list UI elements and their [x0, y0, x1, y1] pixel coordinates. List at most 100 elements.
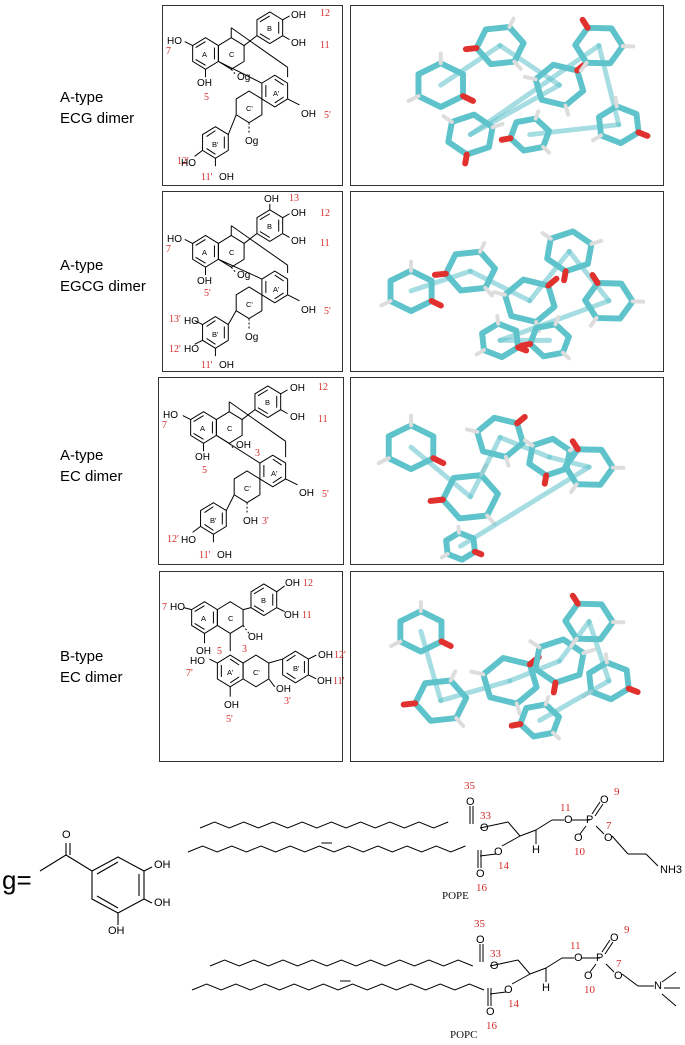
aromatic-ring-stick [415, 60, 466, 110]
pope-skeleton [187, 801, 659, 868]
ring-c-prime: C' [253, 668, 260, 677]
aromatic-ring-stick [544, 228, 595, 275]
label-oh: OH [196, 646, 211, 657]
label-n11-prime: 11' [201, 360, 213, 371]
label-og: Og [245, 332, 259, 343]
aromatic-ring-stick [582, 280, 636, 322]
aromatic-ring-stick [443, 529, 478, 563]
label-n5-prime: 5' [322, 489, 329, 500]
label-n12-prime: 12' [167, 534, 179, 545]
aromatic-ring-stick [572, 24, 626, 67]
n33: 33 [490, 948, 501, 960]
row-label-3: A-type EC dimer [60, 445, 123, 487]
o-11: O [574, 952, 583, 964]
o-33: O [490, 960, 499, 972]
o-11: O [564, 814, 573, 826]
hydrogen-atom [441, 114, 454, 124]
hydrogen-atom [379, 299, 393, 308]
oxygen-atom [400, 700, 419, 708]
label-oh: OH [291, 10, 306, 21]
aromatic-ring-stick [527, 321, 572, 360]
label-n5: 5 [217, 646, 222, 657]
hydrogen-atom [553, 315, 561, 327]
label-n7: 7 [162, 420, 167, 431]
label-n7-prime: 7' [186, 668, 193, 679]
hydrogen-atom [483, 285, 495, 298]
n11: 11 [560, 802, 571, 814]
n11: 11 [570, 940, 581, 952]
label-n11-prime: 11' [333, 676, 345, 687]
structure-panel-egcg: OH 13 HO 7 A C B OH 12 OH 11 Og OH 5' A'… [162, 191, 343, 372]
ring-b: B [261, 596, 267, 605]
g-oh: OH [108, 925, 125, 937]
aromatic-ring-stick [517, 701, 562, 740]
row-type: A-type [60, 447, 104, 464]
ring-b-prime: B' [293, 664, 300, 673]
hydrogen-atom [543, 695, 551, 707]
label-oh: OH [217, 550, 232, 561]
label-oh: OH [317, 676, 332, 687]
hydrogen-atom [522, 74, 538, 82]
label-oh: OH [301, 305, 316, 316]
hydrogen-atom [490, 121, 505, 130]
hydrogen-atom [478, 241, 487, 254]
label-oh: OH [248, 632, 263, 643]
o-16: O [476, 868, 485, 880]
ring-a-prime: A' [271, 469, 278, 478]
hydrogen-atom [569, 636, 579, 649]
oxygen-atom [515, 344, 530, 354]
hydrogen-atom [613, 96, 619, 109]
o-16: O [486, 1006, 495, 1018]
popc-skeleton [191, 939, 680, 1007]
oxygen-atom [438, 638, 454, 649]
ring-c: C [229, 248, 235, 257]
hydrogen-atom [522, 438, 535, 448]
ring-c-prime: C' [244, 484, 251, 493]
o-p9: O [610, 932, 619, 944]
label-oh: OH [285, 578, 300, 589]
ring-b: B [267, 222, 273, 231]
oxygen-atom [550, 679, 559, 696]
label-n11-prime: 11' [199, 550, 211, 561]
label-oh: OH [219, 360, 234, 371]
hydrogen-atom [551, 730, 562, 741]
inter-ring-bond [537, 678, 612, 723]
label-ho: HO [184, 344, 199, 355]
inter-ring-bond [467, 434, 503, 500]
egcg-skeleton [184, 203, 300, 357]
hydrogen-atom [560, 350, 571, 361]
row-type: A-type [60, 89, 104, 106]
ring-b-prime: B' [212, 330, 219, 339]
inter-ring-bond [467, 268, 533, 304]
aromatic-ring-stick [445, 111, 496, 158]
label-ho: HO [184, 316, 199, 327]
ring-b: B [267, 24, 273, 33]
n16: 16 [486, 1020, 497, 1032]
row-name: EGCG dimer [60, 278, 146, 295]
hydrogen-atom [569, 482, 579, 494]
oxygen-atom [569, 438, 581, 453]
label-og: Og [245, 136, 259, 147]
hydrogen-atom [541, 144, 552, 155]
oxygen-atom [460, 93, 476, 104]
label-oh: OH [284, 610, 299, 621]
aromatic-ring-stick [479, 320, 522, 361]
label-n5: 5 [202, 465, 207, 476]
hydrogen-atom [439, 552, 450, 560]
n10: 10 [584, 984, 595, 996]
label-n3: 3 [242, 644, 247, 655]
inter-ring-bond [527, 248, 572, 304]
ring-c-prime: C' [246, 300, 253, 309]
oxygen-atom [428, 298, 444, 309]
aromatic-ring-stick [474, 414, 526, 460]
label-n5-prime: 5' [324, 110, 331, 121]
n14: 14 [508, 998, 519, 1010]
oxygen-atom [471, 548, 485, 558]
row-name: EC dimer [60, 669, 123, 686]
label-ho: HO [167, 234, 182, 245]
a-ec-skeleton [182, 385, 298, 543]
aromatic-ring-stick [385, 422, 437, 473]
label-n7: 7 [162, 602, 167, 613]
hydrogen-atom [389, 639, 403, 648]
label-oh: OH [291, 38, 306, 49]
